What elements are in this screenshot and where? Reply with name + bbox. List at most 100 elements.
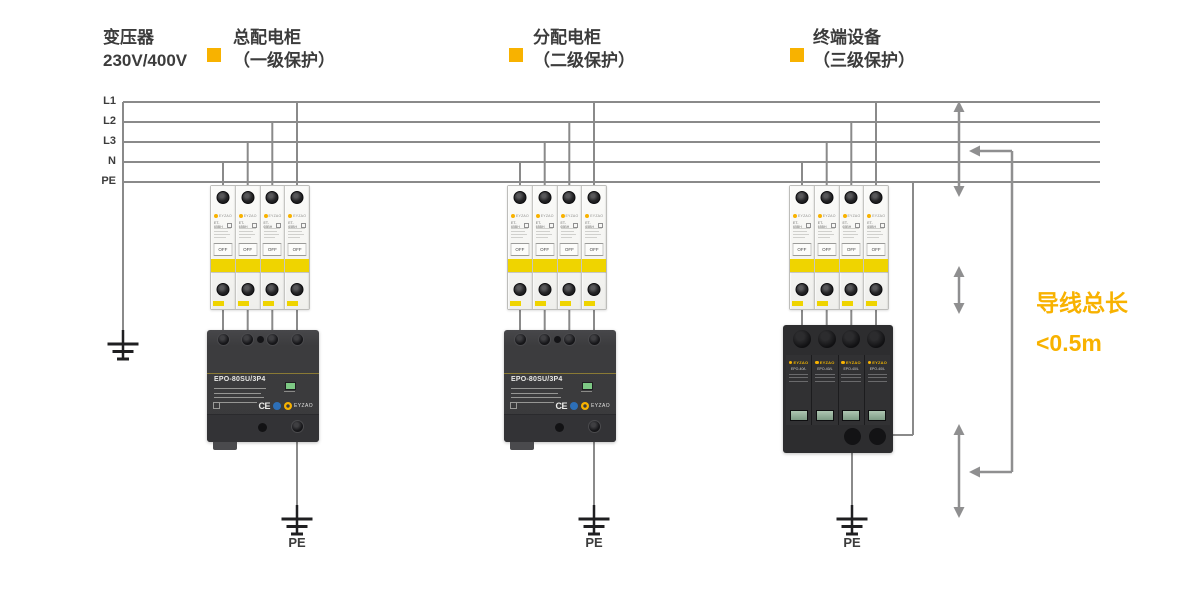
din-clip-tab — [841, 301, 853, 306]
breaker-brand: EYZAO — [516, 214, 529, 218]
terminal-screw-top — [513, 191, 527, 204]
module-brand-row: EYZAO — [867, 360, 887, 365]
spec-line — [867, 234, 883, 235]
spd-terminal-screw — [216, 332, 230, 346]
breaker-brand-row: EYZAO — [288, 214, 307, 218]
spd-pe-terminal-screw — [290, 420, 304, 433]
breaker-pole: EYZAO ET-65BH OFF — [582, 186, 606, 309]
breaker-brand-row: EYZAO — [535, 214, 555, 218]
status-window — [842, 410, 861, 421]
pe-earth-2 — [578, 442, 610, 536]
spec-line — [238, 234, 255, 235]
cert-mark-icon — [276, 222, 282, 228]
breaker-pole: EYZAO ET-65BH OFF — [532, 186, 557, 309]
breaker-brand: EYZAO — [822, 214, 836, 218]
spec-line — [788, 373, 809, 375]
indicator-caption-line — [284, 391, 295, 392]
breaker-pole: EYZAO ET-65BH OFF — [285, 186, 309, 309]
spec-line — [585, 231, 599, 232]
breaker-brand: EYZAO — [798, 214, 811, 218]
wire-length-note-line2: <0.5m — [1036, 330, 1102, 356]
spd-terminal-screw — [241, 332, 255, 346]
spec-line — [214, 234, 230, 235]
legend-secondary-sub: （二级保护） — [533, 50, 635, 70]
cert-mark-icon — [855, 222, 861, 228]
brand-dot-icon — [263, 214, 268, 218]
breaker-toggle-window: OFF — [535, 243, 555, 256]
spec-line — [535, 231, 550, 232]
tuv-icon — [273, 401, 282, 410]
module-brand: EYZAO — [845, 360, 861, 365]
din-clip-tab — [584, 301, 596, 306]
breaker-model: ET-65BH — [560, 221, 570, 229]
din-clip-tab — [816, 301, 828, 306]
spec-line — [841, 377, 861, 378]
module-brand-row: EYZAO — [815, 360, 834, 365]
breaker-handle-band — [211, 259, 235, 272]
cert-mark-icon — [830, 222, 836, 228]
spd-model: EPO-80SU/3P4 — [511, 376, 563, 383]
breaker-brand-row: EYZAO — [560, 214, 580, 218]
din-foot — [510, 442, 534, 450]
breaker-brand-row: EYZAO — [238, 214, 258, 218]
terminal-screw-bottom — [869, 283, 883, 296]
spd-terminal-port — [867, 330, 885, 348]
breaker-model: ET-65BH — [288, 221, 298, 229]
spd-terminal-screw — [538, 332, 552, 346]
breaker-toggle-window: OFF — [584, 243, 604, 256]
spec-line — [511, 228, 528, 229]
brand-dot-icon — [560, 214, 565, 218]
breaker-handle-band — [235, 259, 260, 272]
brand-dot-icon — [788, 360, 793, 365]
breaker-toggle-window: OFF — [238, 243, 258, 256]
certification-row: CE EYZAO — [510, 399, 610, 412]
spec-line — [585, 237, 597, 238]
legend-primary-sub: （一级保护） — [233, 50, 335, 70]
brand-dot-icon — [793, 214, 797, 218]
cert-mark-icon — [880, 222, 885, 228]
terminal-screw-top — [795, 191, 809, 204]
din-clip-tab — [510, 301, 521, 306]
breaker-model: ET-65BH — [238, 221, 248, 229]
spec-line — [817, 234, 834, 235]
spec-line — [238, 228, 256, 229]
din-clip-tab — [237, 301, 249, 306]
bus-label-l2: L2 — [103, 115, 116, 127]
spd-module: EYZAO EPO-40/L — [838, 355, 864, 425]
spec-line — [214, 228, 231, 229]
breaker-brand-row: EYZAO — [817, 214, 837, 218]
breaker-model: ET-65BH — [793, 221, 802, 229]
breaker-brand-row: EYZAO — [867, 214, 886, 218]
spec-line — [867, 377, 888, 378]
circuit-breaker-group-3: EYZAO ET-65BH OFF EYZAO ET-65BH OFF — [789, 185, 889, 310]
cert-mark-icon — [805, 222, 811, 228]
breaker-brand: EYZAO — [847, 214, 861, 218]
brand-dot-icon — [535, 214, 540, 218]
breaker-brand-row: EYZAO — [842, 214, 862, 218]
breaker-pole: EYZAO ET-65BH OFF — [260, 186, 285, 309]
spd-terminal-screw — [290, 332, 304, 346]
breaker-pole: EYZAO ET-65BH OFF — [235, 186, 260, 309]
din-clip-tab — [792, 301, 803, 306]
breaker-pole: EYZAO ET-65BH OFF — [814, 186, 839, 309]
spec-line — [817, 228, 835, 229]
legend-bullet-tertiary — [790, 48, 804, 62]
cert-mark-icon — [251, 222, 257, 228]
breaker-model-row: ET-65BH — [867, 221, 885, 229]
brand-dot-icon — [214, 214, 218, 218]
terminal-screw-bottom — [513, 283, 527, 296]
brand-dot-icon — [867, 214, 872, 218]
spec-line — [585, 234, 601, 235]
breaker-handle-band — [814, 259, 839, 272]
breaker-brand: EYZAO — [243, 214, 257, 218]
breaker-brand-row: EYZAO — [214, 214, 233, 218]
brand-dot-icon — [288, 214, 293, 218]
spd-model: EPO-80SU/3P4 — [214, 376, 266, 383]
bus-label-pe: PE — [101, 175, 116, 187]
indicator-caption-line — [581, 391, 592, 392]
breaker-brand-row: EYZAO — [585, 214, 604, 218]
brand-dot-icon — [867, 360, 872, 365]
circuit-breaker-group-1: EYZAO ET-65BH OFF EYZAO ET-65BH OFF — [210, 185, 310, 310]
spd-module: EYZAO EPO-40/L — [812, 355, 838, 425]
breaker-brand: EYZAO — [293, 214, 307, 218]
